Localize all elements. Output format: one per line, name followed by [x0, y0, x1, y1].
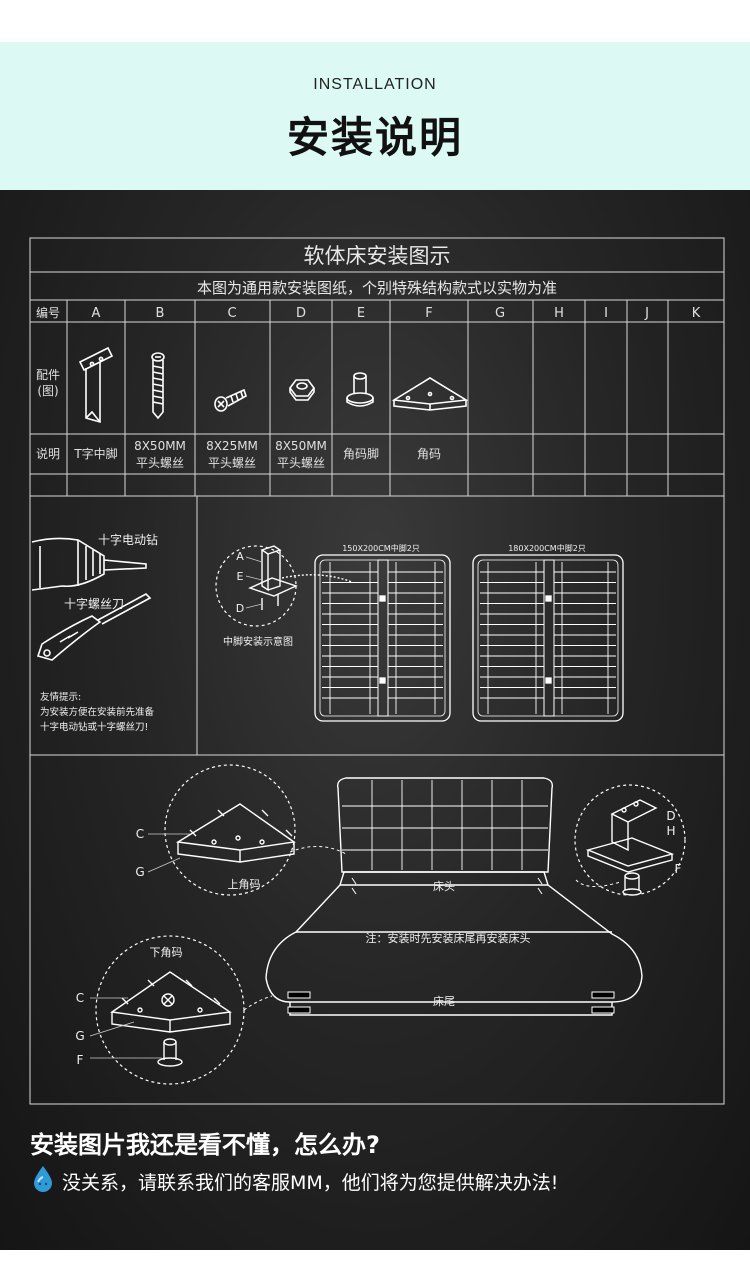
short-screw-icon [214, 388, 247, 412]
desc-c-sub: 平头螺丝 [208, 456, 256, 470]
label-d: D [236, 602, 244, 615]
column-headers: A B C D E F G H I J K [92, 306, 701, 321]
instruction-board: 软体床安装图示 本图为通用款安装图纸，个别特殊结构款式以实物为准 编号 配件 (… [0, 190, 750, 1250]
descriptions: T字中脚 8X50MM 平头螺丝 8X25MM 平头螺丝 8X50MM 平头螺丝… [73, 439, 441, 470]
label-a: A [236, 550, 244, 563]
tip-line1: 为安装方便在安装前先准备 [40, 706, 155, 718]
corner-foot-icon [346, 372, 374, 407]
desc-f: 角码 [417, 447, 441, 461]
middle-foot-caption: 中脚安装示意图 [223, 635, 293, 648]
col-header: H [554, 306, 564, 321]
footboard-label: 床尾 [433, 994, 455, 1008]
instruction-diagram: 软体床安装图示 本图为通用款安装图纸，个别特殊结构款式以实物为准 编号 配件 (… [29, 237, 725, 1105]
header-en-title: INSTALLATION [313, 76, 437, 93]
right-label-d: D [666, 809, 675, 823]
lower-bracket-label: 下角码 [150, 946, 183, 959]
water-drop-icon [34, 1166, 52, 1192]
lower-label-c: C [76, 991, 84, 1005]
table-subtitle: 本图为通用款安装图纸，个别特殊结构款式以实物为准 [197, 279, 557, 297]
frame1-label: 150X200CM中脚2只 [342, 543, 420, 553]
desc-d: 8X50MM [275, 439, 327, 453]
col-header: G [495, 306, 505, 321]
t-foot-icon [78, 346, 114, 424]
desc-b-sub: 平头螺丝 [136, 456, 184, 470]
outer-frame [29, 237, 725, 1105]
col-header: J [644, 306, 649, 321]
corner-bracket-icon [391, 377, 469, 411]
tip-line2: 十字电动钻或十字螺丝刀! [40, 721, 148, 733]
row-label-parts-sub: (图) [37, 384, 58, 398]
middle-foot-detail-icon [248, 545, 353, 610]
col-header: A [92, 306, 101, 321]
bed-assembly-icon [265, 777, 643, 1016]
col-header: C [227, 306, 236, 321]
hex-nut-icon [289, 379, 315, 401]
electric-drill-icon [31, 537, 147, 591]
screwdriver-icon [36, 593, 152, 661]
tool-drill-label: 十字电动钻 [98, 532, 158, 547]
right-label-f: F [675, 862, 682, 876]
install-note: 注：安装时先安装床尾再安装床头 [366, 931, 531, 945]
long-screw-icon [151, 352, 165, 420]
upper-bracket-label: 上角码 [228, 878, 261, 891]
desc-a: T字中脚 [73, 446, 117, 461]
header-zh-title: 安装说明 [286, 113, 463, 162]
row-label-desc: 说明 [36, 446, 60, 461]
desc-e: 角码脚 [343, 446, 379, 461]
frame2-label: 180X200CM中脚2只 [508, 543, 586, 553]
bottom-margin [0, 1250, 750, 1262]
table-title: 软体床安装图示 [304, 244, 451, 268]
desc-b: 8X50MM [134, 439, 186, 453]
bed-frame-150-icon [314, 554, 451, 722]
help-answer: 没关系，请联系我们的客服MM，他们将为您提供解决办法! [62, 1172, 559, 1194]
tool-screwdriver-label: 十字螺丝刀 [64, 596, 124, 611]
row-label-number: 编号 [36, 305, 60, 320]
upper-bracket-icon [175, 803, 296, 863]
help-question: 安装图片我还是看不懂，怎么办? [30, 1131, 380, 1159]
label-e: E [237, 570, 244, 583]
top-margin [0, 0, 750, 42]
right-label-h: H [666, 824, 675, 838]
col-header: B [156, 306, 165, 321]
col-header: E [357, 306, 365, 321]
header-banner: INSTALLATION 安装说明 [0, 42, 750, 190]
col-header: K [692, 306, 701, 321]
col-header: I [604, 306, 608, 321]
upper-label-g: G [135, 865, 144, 879]
upper-label-c: C [136, 827, 144, 841]
headboard-outline [336, 777, 554, 873]
col-header: F [425, 306, 432, 321]
upper-bracket-zoom-circle [164, 764, 296, 896]
lower-label-g: G [75, 1029, 84, 1043]
desc-c: 8X25MM [206, 439, 258, 453]
tip-title: 友情提示: [40, 691, 81, 703]
headboard-label: 床头 [433, 879, 455, 893]
bed-frame-180-icon [472, 554, 624, 722]
desc-d-sub: 平头螺丝 [277, 456, 325, 470]
col-header: D [296, 306, 306, 321]
row-label-parts: 配件 [36, 368, 60, 382]
lower-bracket-icon [110, 971, 232, 1067]
lower-label-f: F [77, 1053, 84, 1067]
corner-joint-icon [585, 799, 675, 896]
